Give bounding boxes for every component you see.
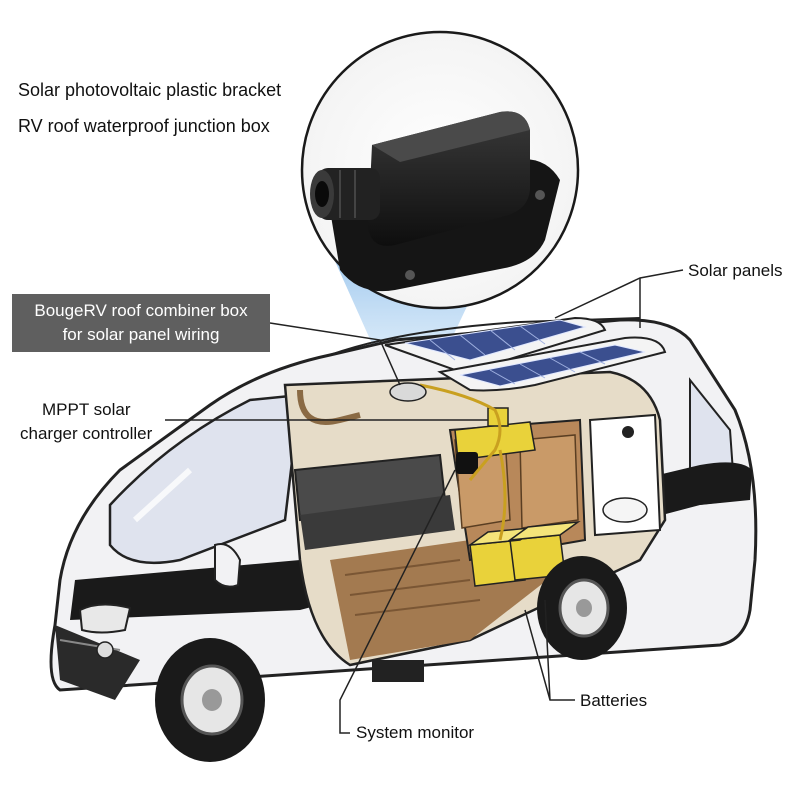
combiner-box-callout: BougeRV roof combiner box for solar pane…: [12, 294, 270, 352]
rear-wheel: [537, 556, 627, 660]
mppt-callout-line-1: MPPT solar: [42, 400, 131, 419]
batteries-callout: Batteries: [580, 691, 648, 710]
mppt-callout-line-2: charger controller: [20, 424, 153, 443]
title-line-2: RV roof waterproof junction box: [18, 116, 270, 136]
solar-panels-array: [384, 316, 667, 402]
combiner-callout-line-1: BougeRV roof combiner box: [34, 301, 248, 320]
combiner-callout-line-2: for solar panel wiring: [62, 325, 220, 344]
roof-combiner-box: [389, 382, 427, 402]
leader-lines: [165, 269, 684, 734]
system-monitor-device: [456, 452, 478, 474]
battery-pack: [467, 520, 581, 587]
solar-panels-callout: Solar panels: [688, 261, 783, 280]
junction-box-closeup: [300, 30, 580, 310]
title-line-1: Solar photovoltaic plastic bracket: [18, 80, 282, 100]
front-wheel: [155, 638, 265, 762]
system-monitor-callout: System monitor: [356, 723, 475, 742]
